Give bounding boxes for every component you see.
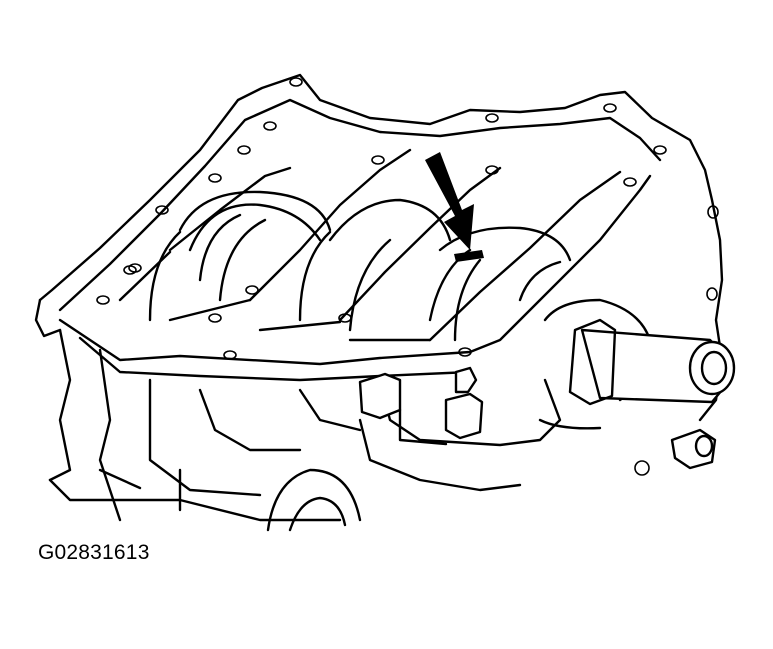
mount-brackets	[358, 366, 484, 446]
bearing-cap-frame	[58, 148, 652, 382]
crankshaft-nose	[538, 298, 736, 430]
indicator-arrow	[425, 152, 484, 262]
lower-skirt	[48, 328, 562, 522]
lower-right-boss	[634, 428, 717, 476]
bolt-holes	[96, 77, 719, 360]
block-flange	[34, 73, 724, 422]
lower-pulley	[266, 468, 362, 532]
figure-caption: G02831613	[38, 541, 150, 564]
